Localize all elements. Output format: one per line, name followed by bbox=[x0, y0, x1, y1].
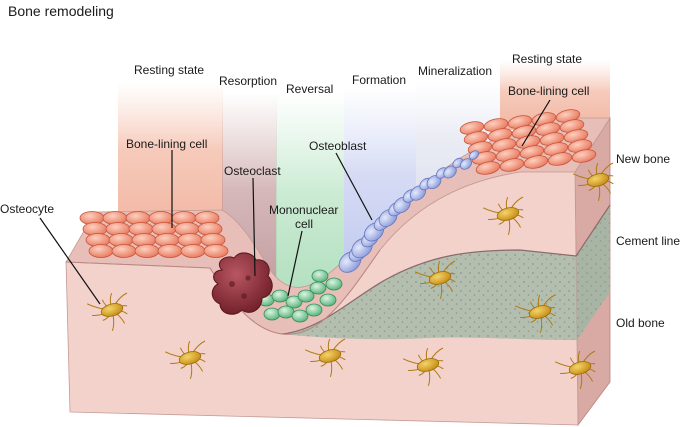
phase-formation: Formation bbox=[352, 73, 406, 87]
osteoblast-cells bbox=[338, 150, 480, 273]
mononuclear-cell bbox=[305, 303, 323, 317]
mononuclear-cell bbox=[271, 289, 289, 303]
bone-lining-cell bbox=[88, 244, 114, 258]
label-osteoclast: Osteoclast bbox=[224, 164, 281, 178]
phase-reversal: Reversal bbox=[286, 82, 333, 96]
mononuclear-cell bbox=[325, 277, 343, 291]
mononuclear-cell bbox=[291, 309, 309, 323]
label-bone-lining-left: Bone-lining cell bbox=[126, 137, 207, 151]
label-bone-lining-right: Bone-lining cell bbox=[508, 84, 589, 98]
osteocyte-cell bbox=[572, 162, 614, 201]
bone-lining-cell bbox=[203, 244, 229, 258]
leader-bone-lining-right bbox=[521, 99, 551, 147]
leader-lines bbox=[39, 99, 551, 305]
mononuclear-cell bbox=[297, 289, 315, 303]
bone-lining-cell bbox=[111, 244, 137, 258]
osteocyte-cell bbox=[414, 260, 456, 299]
osteocyte-cell bbox=[402, 347, 444, 386]
label-mononuclear-line1: Mononuclear bbox=[269, 203, 338, 217]
osteoblast-cell bbox=[459, 158, 473, 170]
bone-lining-cells-right bbox=[459, 109, 597, 175]
cement-line bbox=[281, 204, 611, 335]
mononuclear-cell bbox=[277, 305, 295, 319]
phase-resting-right: Resting state bbox=[512, 52, 582, 66]
mononuclear-cells bbox=[257, 269, 343, 323]
leader-mononuclear bbox=[287, 230, 303, 297]
bone-lining-cell bbox=[547, 152, 573, 166]
label-osteoblast: Osteoblast bbox=[309, 139, 367, 153]
label-mononuclear-line2: cell bbox=[295, 217, 313, 231]
osteoblast-cell bbox=[468, 150, 480, 160]
bone-lining-cells-left bbox=[79, 211, 229, 258]
osteocyte-cell bbox=[304, 338, 346, 377]
label-osteocyte: Osteocyte bbox=[0, 202, 54, 216]
osteocyte-cell bbox=[514, 294, 556, 333]
bone-lining-cell bbox=[180, 244, 206, 258]
label-new-bone: New bone bbox=[616, 152, 670, 166]
leader-osteoclast bbox=[252, 177, 256, 277]
osteoclast-cell bbox=[211, 252, 273, 315]
bone-lining-cell bbox=[134, 244, 160, 258]
beam-reversal bbox=[276, 92, 344, 292]
beam-resting-left bbox=[118, 82, 223, 232]
phase-resorption: Resorption bbox=[219, 74, 277, 88]
phase-resting-left: Resting state bbox=[134, 63, 204, 77]
osteocyte-cell bbox=[86, 292, 128, 331]
mononuclear-cell bbox=[285, 295, 303, 309]
osteocyte-cell bbox=[554, 350, 596, 389]
mononuclear-cell bbox=[263, 307, 281, 321]
osteocyte-cell bbox=[164, 340, 206, 379]
label-old-bone: Old bone bbox=[616, 316, 665, 330]
osteocyte-cell bbox=[482, 196, 524, 235]
osteocyte-cells bbox=[86, 162, 614, 389]
bone-lining-cell bbox=[475, 161, 501, 175]
mononuclear-cell bbox=[319, 293, 337, 307]
bone-lining-cell bbox=[157, 244, 183, 258]
mononuclear-cell bbox=[309, 281, 327, 295]
bone-lining-cell bbox=[571, 149, 597, 163]
leader-osteoblast bbox=[335, 152, 373, 221]
bone-lining-cell bbox=[499, 158, 525, 172]
labels: Bone remodeling Resting state Resorption… bbox=[0, 3, 680, 330]
leader-osteocyte bbox=[39, 217, 101, 305]
label-cement-line: Cement line bbox=[616, 234, 680, 248]
phase-mineralization: Mineralization bbox=[418, 64, 492, 78]
bone-lining-cell bbox=[523, 155, 549, 169]
mononuclear-cell bbox=[311, 269, 329, 283]
diagram-title: Bone remodeling bbox=[8, 3, 114, 19]
